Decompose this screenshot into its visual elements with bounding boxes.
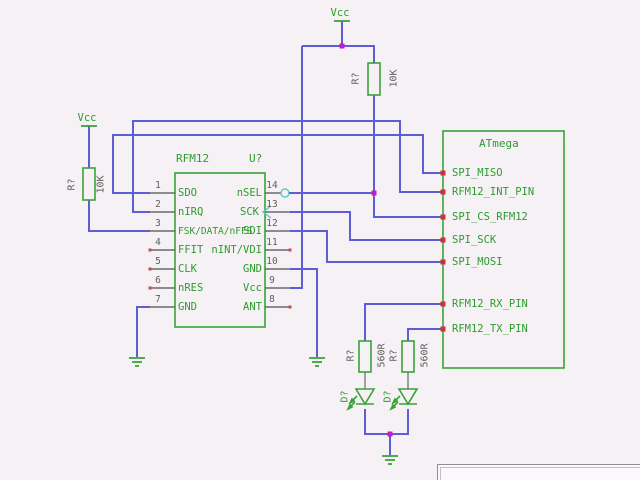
rfm12-pin-number: 9 <box>269 275 275 286</box>
title-block <box>437 464 640 480</box>
wire-tx-pin-to-resistor[interactable] <box>407 328 443 341</box>
led-refdes[interactable]: D? <box>339 390 351 403</box>
led-rx[interactable] <box>346 388 376 411</box>
rfm12-pin-number: 10 <box>266 256 278 267</box>
atmega-pin-spi-mosi: SPI_MOSI <box>452 256 503 268</box>
led-tx[interactable] <box>389 388 419 411</box>
wire-sck-to-spi-sck[interactable] <box>290 211 443 241</box>
led-tx-emission-arrow-icon <box>389 403 397 411</box>
wire-gnd7-to-ground[interactable] <box>136 306 150 357</box>
ground-symbol-leds[interactable] <box>382 455 398 465</box>
wire-sdi-to-spi-mosi[interactable] <box>290 230 443 263</box>
atmega-pin-rfm12-rx-pin: RFM12_RX_PIN <box>452 298 528 310</box>
led-rx-emission-arrow-icon <box>346 403 354 411</box>
rfm12-pin-name-nres: nRES <box>178 282 204 294</box>
wire-vcc-top-rail[interactable] <box>302 45 375 63</box>
atmega-pin-spi-miso: SPI_MISO <box>452 167 503 179</box>
vcc-left-label: Vcc <box>77 112 97 124</box>
wire-vcc9-to-vcc[interactable] <box>290 46 303 289</box>
wire-sdo-to-spi-miso[interactable] <box>112 134 443 194</box>
rfm12-pin-name-sck: SCK <box>240 206 259 218</box>
resistor-led-tx[interactable] <box>401 340 415 373</box>
rfm12-pin-name-sdo: SDO <box>178 187 197 199</box>
wire-gnd10-to-ground[interactable] <box>290 268 318 357</box>
rfm12-pin-number: 8 <box>269 294 275 305</box>
resistor-value[interactable]: 10K <box>95 175 107 194</box>
resistor-pullup-fsk[interactable] <box>82 167 96 201</box>
resistor-refdes[interactable]: R? <box>350 72 362 85</box>
wire-rx-pin-to-resistor[interactable] <box>364 303 443 341</box>
resistor-led-rx[interactable] <box>358 340 372 373</box>
atmega-title[interactable]: ATmega <box>479 137 519 150</box>
unconnected-pin-cues <box>148 248 292 309</box>
atmega-pin-spi-sck: SPI_SCK <box>452 234 497 246</box>
resistor-value[interactable]: 560R <box>419 343 431 368</box>
rfm12-pin-number: 6 <box>155 275 161 286</box>
rfm12-pin-name-gnd10: GND <box>243 263 262 275</box>
resistor-refdes[interactable]: R? <box>388 349 400 362</box>
sck-clock-icon <box>261 205 272 219</box>
atmega-pin-rfm12-tx-pin: RFM12_TX_PIN <box>452 323 528 335</box>
vcc-top-label: Vcc <box>330 7 350 19</box>
rfm12-pin-name-gnd7: GND <box>178 301 197 313</box>
rfm12-pin-name-ffit: FFIT <box>178 244 204 256</box>
rfm12-pin-number: 14 <box>266 180 278 191</box>
rfm12-pin-stubs <box>150 192 290 308</box>
atmega-pin-spi-cs-rfm12: SPI_CS_RFM12 <box>452 211 528 223</box>
ground-symbol-rfm12-gnd10[interactable] <box>309 357 325 367</box>
rfm12-pin-number: 7 <box>155 294 161 305</box>
led-refdes[interactable]: D? <box>382 390 394 403</box>
rfm12-pin-name-clk: CLK <box>178 263 197 275</box>
rfm12-pin-number: 4 <box>155 237 161 248</box>
rfm12-pin-number: 5 <box>155 256 161 267</box>
resistor-value[interactable]: 10K <box>388 69 400 88</box>
rfm12-pin-name-fsk: FSK/DATA/nFFS <box>178 226 253 237</box>
resistor-refdes[interactable]: R? <box>345 349 357 362</box>
wire-junctions <box>339 43 393 437</box>
wire-led-cathode-rail[interactable] <box>364 409 409 435</box>
rfm12-refdes[interactable]: U? <box>249 152 263 165</box>
led-tx-emission-arrow-icon <box>391 397 399 405</box>
rfm12-pin-number: 13 <box>266 199 278 210</box>
rfm12-pin-name-nirq: nIRQ <box>178 206 204 218</box>
atmega-pin-markers <box>440 170 446 332</box>
rfm12-pin-name-nint: nINT/VDI <box>211 244 262 256</box>
atmega-pin-rfm12-int-pin: RFM12_INT_PIN <box>452 186 535 198</box>
wire-fsk-pullup[interactable] <box>88 200 150 232</box>
component-leads <box>364 372 409 389</box>
resistor-pullup-nsel[interactable] <box>367 62 381 96</box>
rfm12-pin-number: 3 <box>155 218 161 229</box>
rfm12-pin-name-ant: ANT <box>243 301 262 313</box>
led-rx-emission-arrow-icon <box>348 397 356 405</box>
atmega-symbol-box[interactable] <box>442 130 565 369</box>
wire-nsel-to-spi-cs[interactable] <box>289 192 443 218</box>
rfm12-pin-name-nsel: nSEL <box>236 187 262 199</box>
ground-symbol-rfm12-gnd7[interactable] <box>129 357 145 367</box>
rfm12-pin-number: 11 <box>266 237 278 248</box>
wire-nirq-to-int-pin[interactable] <box>132 120 443 213</box>
rfm12-pin-number: 12 <box>266 218 278 229</box>
resistor-refdes[interactable]: R? <box>66 178 78 191</box>
rfm12-pin-number: 1 <box>155 180 161 191</box>
rfm12-pin-name-vcc9: Vcc <box>243 282 262 294</box>
rfm12-pin-number: 2 <box>155 199 161 210</box>
rfm12-title[interactable]: RFM12 <box>176 152 210 165</box>
rfm12-pin-name-sdi: SDI <box>243 225 262 237</box>
